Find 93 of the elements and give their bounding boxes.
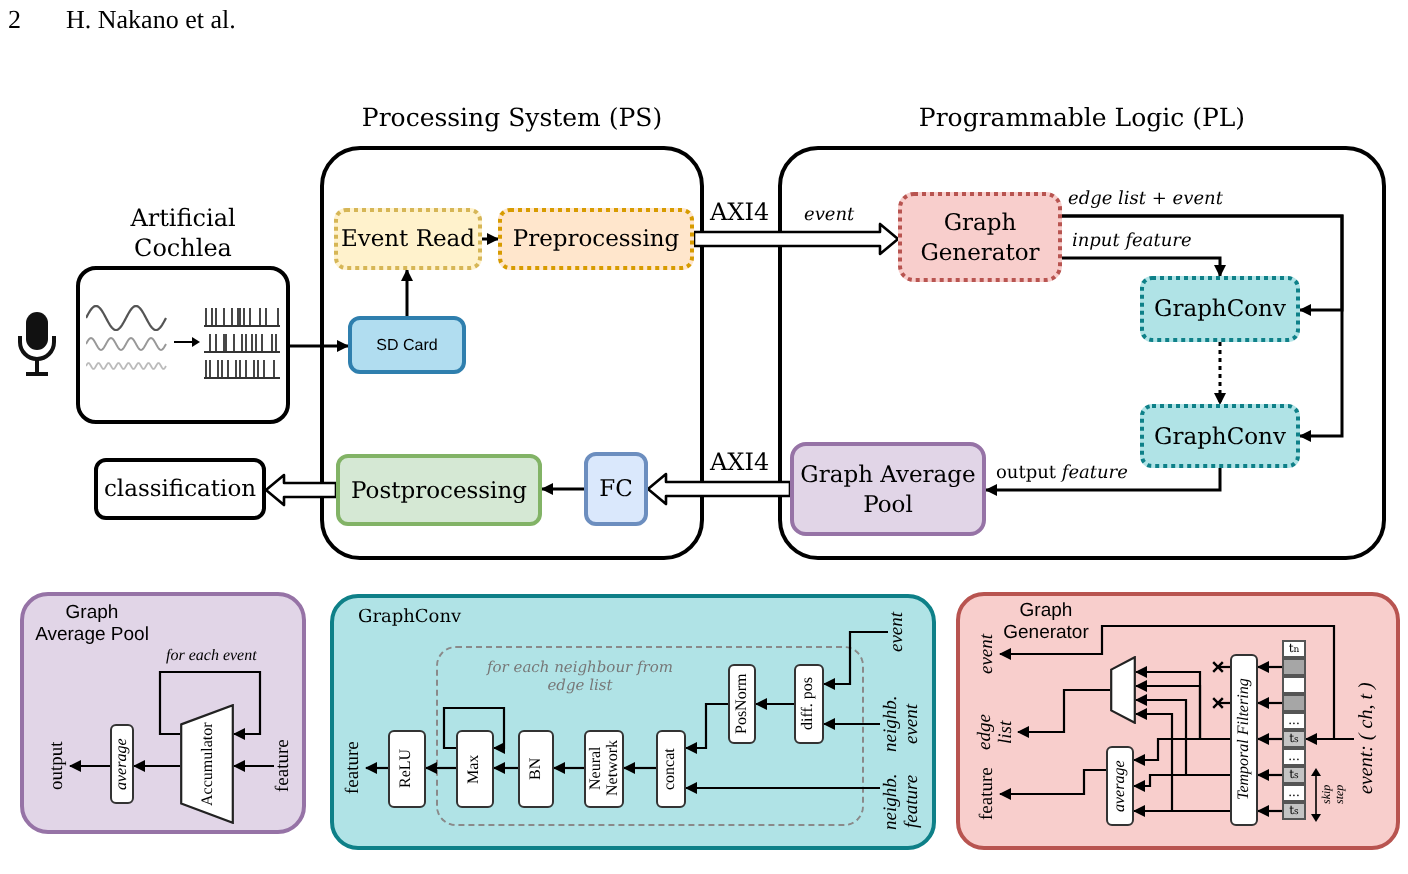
layer-box: ReLU [388,730,426,808]
arrow [493,762,518,774]
process-box: Preprocessing [498,208,694,270]
arrow [1133,737,1230,766]
arrow [1062,214,1344,442]
arrow [1257,733,1282,745]
dashed-frame [436,646,864,826]
arrow [755,698,794,710]
layer-box: Neural Network [584,730,624,808]
arrow [1133,805,1230,817]
crossed-line [1212,697,1230,709]
layer-box: average [1106,746,1134,826]
arrow [999,768,1106,800]
process-box: Postprocessing [336,454,542,526]
bus-label: AXI4 [710,450,770,474]
process-box: FC [584,452,648,526]
io-label: feature [978,766,1000,822]
arrow [823,718,880,730]
arrow [425,762,456,774]
page-number: 2 [8,6,21,32]
block-heading: Artificial Cochlea [128,204,238,264]
module-box: Graph Generator [898,192,1062,282]
edge-label: edge list + event [1068,192,1223,210]
detail-panel [20,592,306,834]
output-box: classification [94,458,266,520]
layer-box: diff. pos [794,664,824,744]
io-label: output [48,736,70,796]
arrow [1257,697,1282,709]
io-label: edge list [974,704,1018,760]
arrow [69,760,110,772]
loop-arrow [158,670,262,740]
edge-label: event [804,208,855,226]
queue-cell [1282,658,1306,676]
module-box: Graph Average Pool [790,442,986,536]
bus-label: AXI4 [710,200,770,224]
arrow [823,630,888,690]
layer-box: Max [456,730,494,808]
arrow [401,269,413,316]
arrow [685,702,728,754]
queue-cell [1282,676,1306,694]
edge-label: for each event [166,648,257,664]
arrow [1257,769,1282,781]
layer-box: Temporal Filtering [1230,654,1258,826]
section-heading: Processing System (PS) [361,102,663,134]
section-heading: Programmable Logic (PL) [918,102,1246,134]
layer-box: concat [656,730,686,808]
trapezoid-block: Accumulator [180,704,234,824]
arrow [1062,256,1226,277]
layer-box: PosNorm [728,664,756,744]
arrow [623,762,656,774]
storage-box: SD Card [348,316,466,374]
arrow [1133,773,1230,792]
module-box: GraphConv [1140,276,1300,342]
detail-panel [330,594,936,850]
arrow [1017,688,1110,738]
io-label: feature [274,734,296,798]
arrow [482,233,499,245]
arrow [1257,661,1282,673]
panel-title: GraphConv [358,610,464,632]
arrow [233,760,274,772]
panel-title: Graph Average Pool [33,604,151,650]
queue-cell [1282,694,1306,712]
module-box: GraphConv [1140,404,1300,468]
arrow [1305,733,1354,745]
panel-title: Graph Generator [1001,602,1091,648]
dashed-arrow [1214,342,1226,405]
arrow [685,782,880,794]
arrow [365,762,388,774]
arrow [553,762,584,774]
arrow [1257,805,1282,817]
hollow-arrow [646,472,792,506]
io-label: event [888,602,910,662]
selector-trapezoid [1110,656,1136,724]
arrow [985,468,1222,496]
edge-label: input feature [1072,234,1192,252]
io-label: event: ( ch, t ) [1354,666,1380,810]
io-label: neighb. feature [880,764,924,840]
arrow [541,483,584,495]
io-label: event [978,628,1000,680]
arrow [290,340,349,352]
io-label: neighb. event [880,684,924,764]
process-box: Event Read [334,208,482,270]
hollow-arrow [692,222,900,256]
running-header: H. Nakano et al. [66,6,236,32]
io-label: feature [344,734,366,802]
loop-arrow [442,706,506,754]
arrow [133,760,180,772]
layer-box: average [110,724,134,804]
layer-box: BN [518,730,554,808]
edge-label: output feature [996,466,1128,484]
crossed-line [1212,661,1230,673]
hollow-arrow [264,473,338,507]
detail-panel [956,592,1400,850]
